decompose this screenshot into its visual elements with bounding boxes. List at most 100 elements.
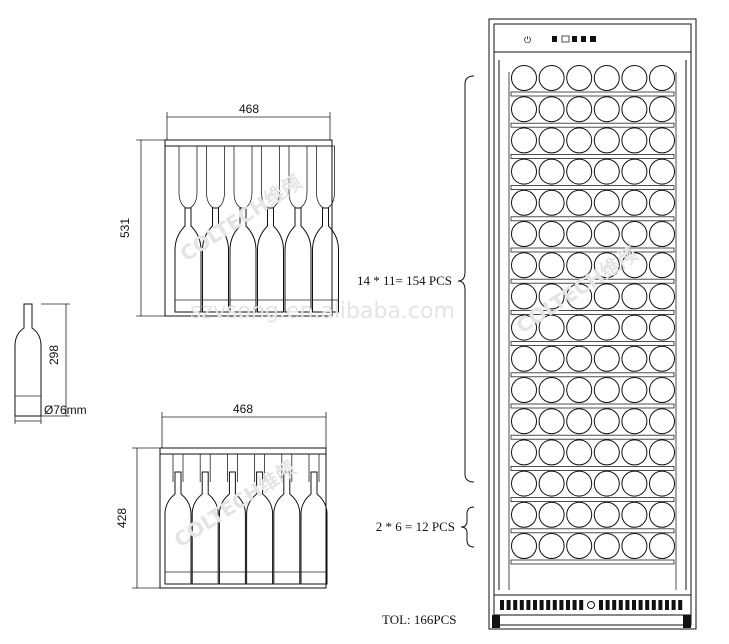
bottle-end bbox=[566, 158, 593, 185]
bottle-end bbox=[621, 345, 648, 372]
vent-slat bbox=[546, 600, 551, 610]
top-bottle-rear bbox=[206, 145, 225, 209]
display-icon bbox=[561, 35, 570, 43]
foot-left bbox=[492, 615, 500, 628]
vent-slat bbox=[539, 600, 544, 610]
top-depth-label: 531 bbox=[118, 218, 132, 238]
vent-slat bbox=[599, 600, 603, 610]
vent-slat bbox=[519, 600, 524, 610]
bottle-end bbox=[593, 377, 620, 403]
bottle-end bbox=[593, 252, 620, 279]
bottom-bottle-front bbox=[218, 471, 246, 585]
site-watermark: szvsong.en.alibaba.com bbox=[190, 299, 455, 324]
bottle-end bbox=[566, 501, 593, 528]
bottle-end bbox=[649, 252, 675, 279]
vent-slat bbox=[618, 600, 623, 610]
bottle-end bbox=[566, 314, 593, 341]
bottle-end bbox=[511, 96, 537, 123]
bottom-bottle-front bbox=[246, 471, 274, 585]
shelf-rail bbox=[510, 247, 675, 253]
top-bottle-front bbox=[174, 207, 202, 313]
bottle-end bbox=[566, 127, 593, 154]
bottle-end bbox=[593, 345, 620, 372]
bottle-end bbox=[621, 283, 648, 310]
vent-slat bbox=[625, 600, 630, 610]
total-capacity-label: TOL: 166PCS bbox=[382, 612, 457, 627]
bottle-end bbox=[538, 283, 565, 310]
shelf-rail bbox=[510, 341, 675, 347]
bottle-end bbox=[511, 314, 537, 341]
unit-button-icon bbox=[590, 36, 596, 42]
vent-slat bbox=[671, 600, 676, 610]
lock-icon bbox=[587, 601, 595, 609]
shelf-rail bbox=[510, 403, 675, 409]
cabinet-inner-frame bbox=[493, 23, 692, 626]
top-width-label: 468 bbox=[239, 102, 259, 116]
bottle-end bbox=[511, 377, 537, 403]
bottle-end bbox=[621, 127, 648, 154]
bottle-diameter-label: Ø76mm bbox=[44, 403, 87, 417]
vent-slat bbox=[612, 600, 617, 610]
vent-slat bbox=[632, 600, 636, 610]
bottle-end bbox=[649, 470, 675, 497]
shelf-rail bbox=[510, 153, 675, 159]
bottle-end bbox=[511, 501, 537, 528]
vent-slat bbox=[665, 600, 669, 610]
bottle-end bbox=[649, 501, 675, 528]
bottle-end bbox=[621, 252, 648, 279]
bottle-end bbox=[566, 345, 593, 372]
bottle-outline bbox=[14, 303, 42, 417]
cabinet-outer-frame bbox=[488, 18, 697, 630]
vent-slat bbox=[559, 600, 564, 610]
base-vent bbox=[500, 600, 683, 610]
bottle-end bbox=[649, 533, 675, 559]
bottle-end bbox=[649, 377, 675, 403]
bottle-end bbox=[538, 189, 565, 216]
bottle-end bbox=[621, 501, 648, 528]
bottle-end bbox=[649, 408, 675, 435]
bottom-bottle-row bbox=[164, 454, 328, 585]
bottom-view: 468 428 bbox=[115, 402, 328, 589]
bottle-height-label: 298 bbox=[47, 345, 61, 365]
vent-slat bbox=[500, 600, 504, 610]
vent-slat bbox=[678, 600, 683, 610]
brand-watermark-top: COLTECH维颅 bbox=[176, 170, 306, 266]
upper-capacity-label: 14 * 11= 154 PCS bbox=[357, 273, 452, 288]
bottle-end bbox=[538, 96, 565, 123]
control-panel: ⏻ bbox=[524, 35, 596, 46]
bottle-end bbox=[511, 221, 537, 247]
bottle-end bbox=[621, 314, 648, 341]
temp-up-button-icon bbox=[572, 36, 577, 42]
bottle-end bbox=[649, 189, 675, 216]
bottle-end bbox=[511, 189, 537, 216]
bottle-end bbox=[566, 283, 593, 310]
shelf-rail bbox=[510, 372, 675, 378]
vent-slat bbox=[513, 600, 518, 610]
top-bottle-row bbox=[174, 145, 339, 313]
bottle-end bbox=[649, 314, 675, 341]
bottle-end bbox=[593, 96, 620, 123]
bottle-end bbox=[649, 158, 675, 185]
shelf-rail bbox=[510, 559, 675, 565]
bottle-end bbox=[593, 470, 620, 497]
bottle-end bbox=[566, 377, 593, 403]
shelf-rail bbox=[510, 497, 675, 503]
bottle-end bbox=[593, 314, 620, 341]
foot-right bbox=[683, 615, 691, 628]
bottle-end bbox=[566, 96, 593, 123]
bottom-bottle-front bbox=[191, 471, 219, 585]
bottle-end bbox=[566, 189, 593, 216]
bottle-end bbox=[538, 408, 565, 435]
bottle-end bbox=[593, 221, 620, 247]
bottle-end bbox=[566, 252, 593, 279]
bottle-end bbox=[593, 408, 620, 435]
cabinet-base bbox=[493, 594, 692, 616]
bottle-end bbox=[593, 501, 620, 528]
bottle-end bbox=[511, 408, 537, 435]
shelf-rail bbox=[510, 122, 675, 128]
bottom-bottle-front bbox=[300, 471, 328, 585]
bottle-end bbox=[538, 439, 565, 466]
power-icon: ⏻ bbox=[524, 35, 531, 46]
bottle-end bbox=[649, 65, 675, 91]
